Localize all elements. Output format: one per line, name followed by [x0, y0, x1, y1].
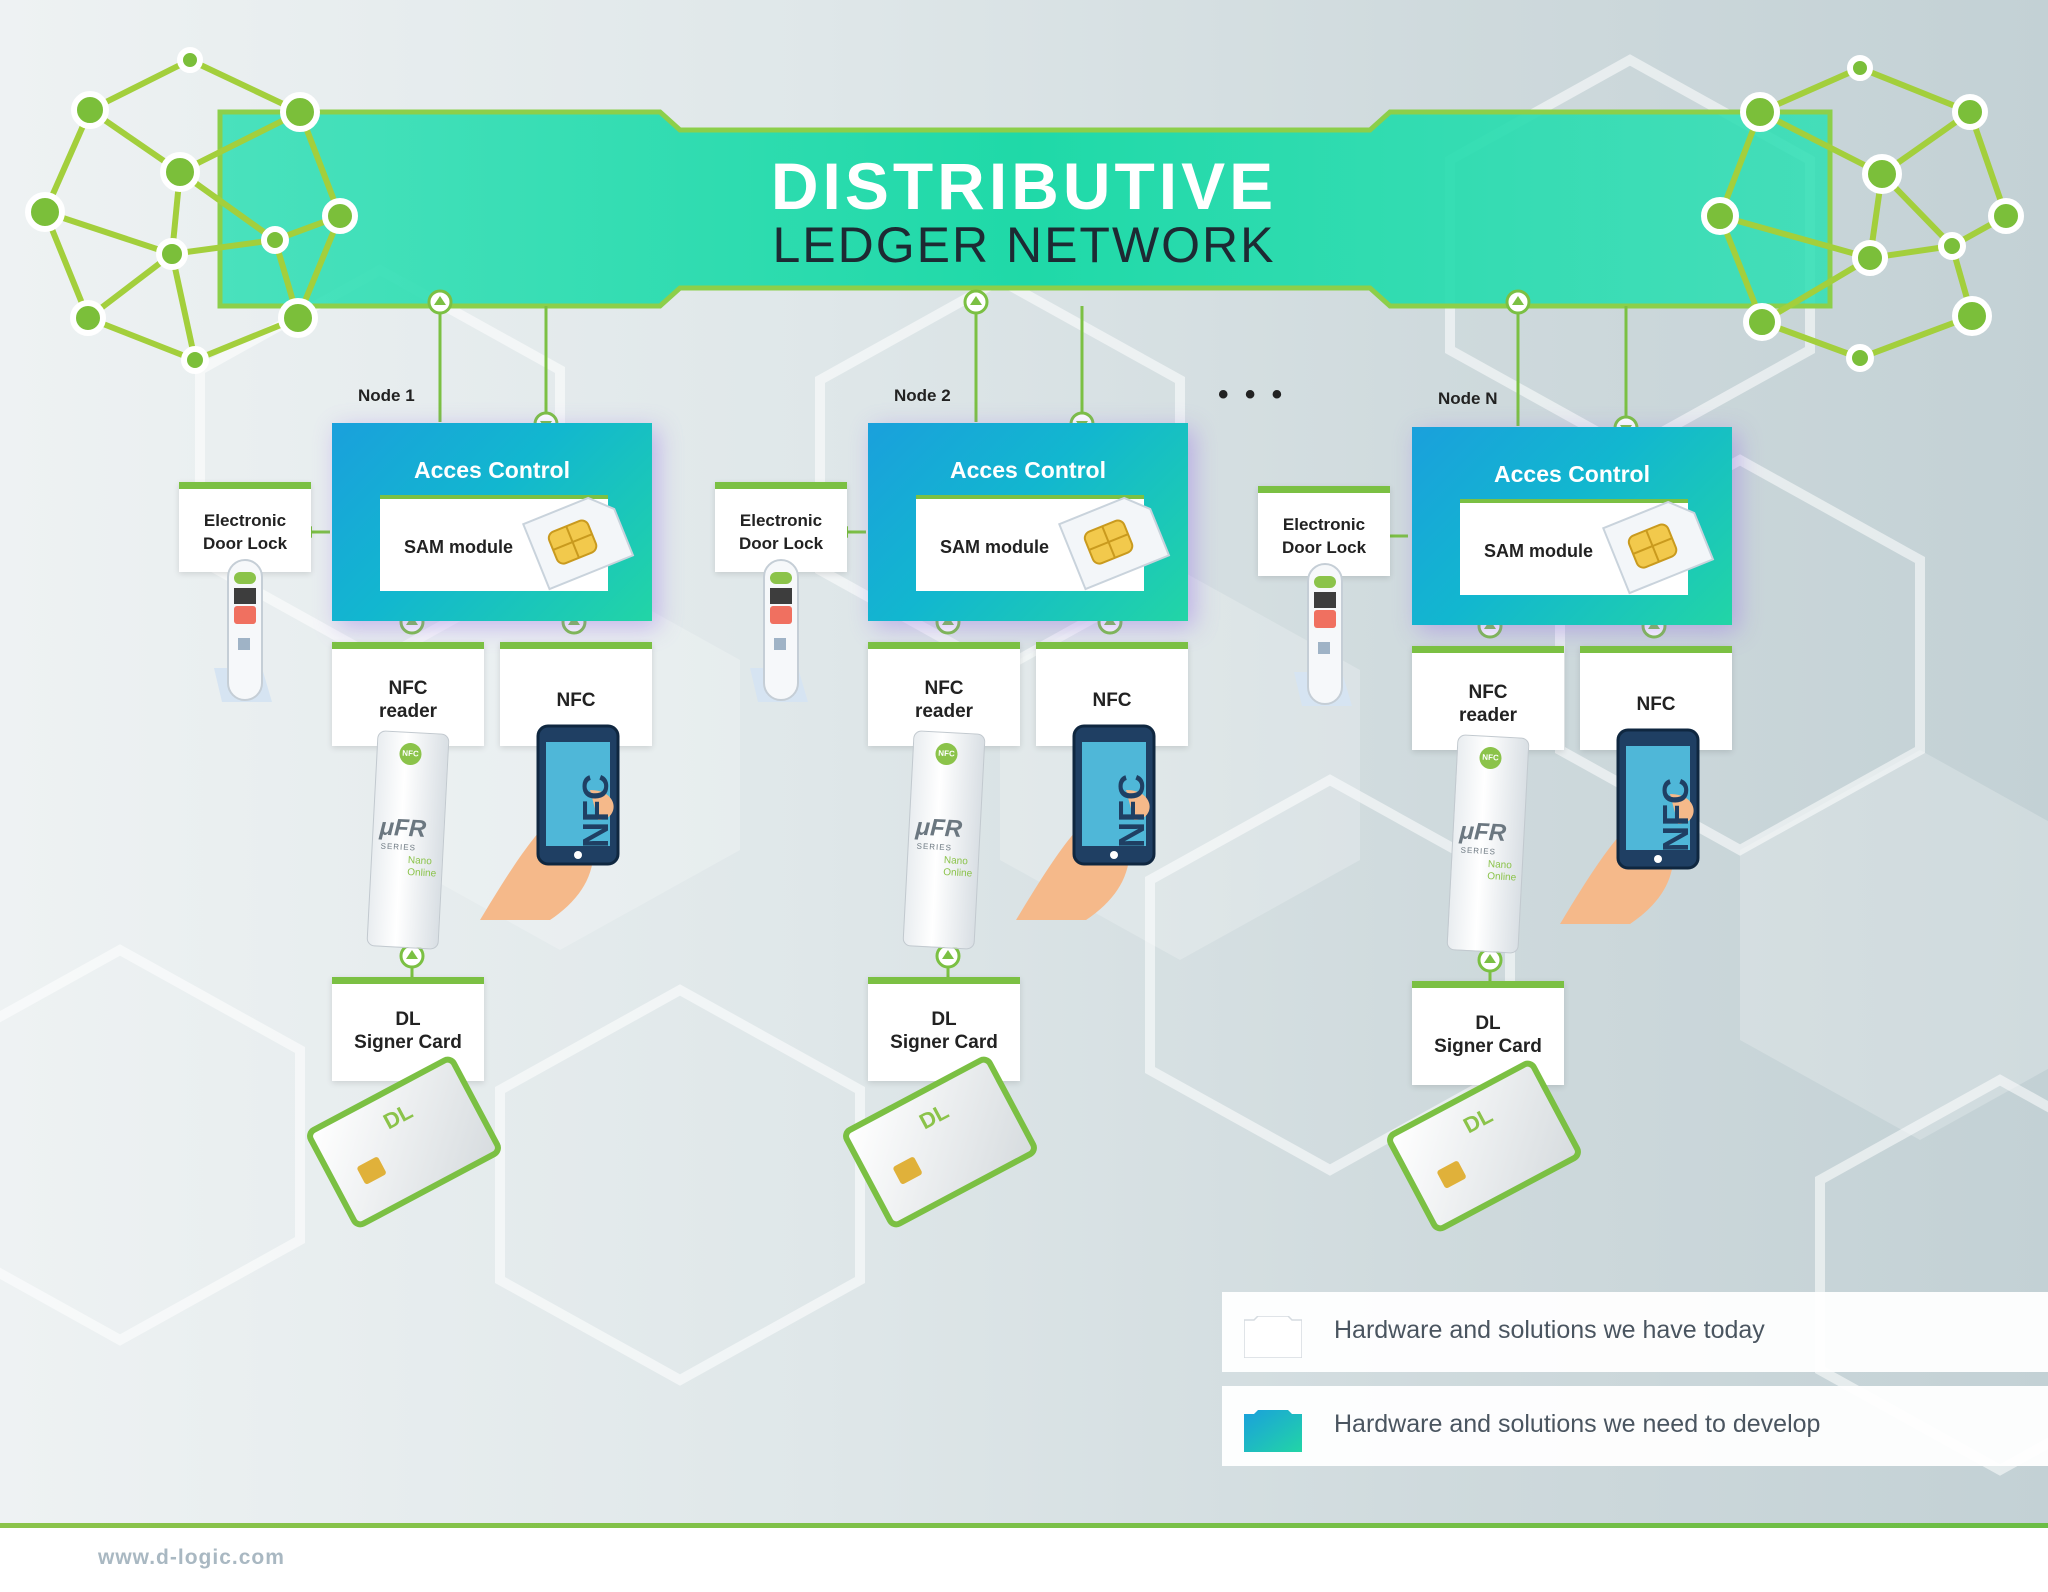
reader-brand: μFR — [914, 813, 963, 843]
door-lock-label-line1: Electronic — [203, 511, 287, 530]
legend-label-have-today: Hardware and solutions we have today — [1334, 1316, 1765, 1344]
nfc-label: NFC — [556, 690, 596, 711]
hand-holding-phone-icon — [480, 724, 620, 920]
phone-screen-nfc-text: NFC — [575, 774, 616, 848]
network-graph-icon-right — [1701, 55, 2024, 372]
dl-signer-card-box: DL Signer Card — [868, 977, 1020, 1081]
legend-label-need-to-develop: Hardware and solutions we need to develo… — [1334, 1410, 1821, 1438]
nfc-reader-box: NFC reader — [332, 642, 484, 746]
nfc-reader-label-line2: reader — [914, 701, 974, 722]
card-logo: DL — [1459, 1102, 1497, 1139]
legend-item-need-to-develop: Hardware and solutions we need to develo… — [1222, 1386, 2048, 1466]
signer-card-label-line1: DL — [931, 1009, 957, 1030]
signer-card-label-line1: DL — [1475, 1013, 1501, 1034]
hand-holding-phone-icon — [1560, 728, 1700, 924]
node-label: Node N — [1438, 389, 1498, 408]
nfc-label: NFC — [1636, 694, 1676, 715]
electronic-door-lock-box: Electronic Door Lock — [1258, 486, 1390, 576]
nfc-reader-box: NFC reader — [1412, 646, 1564, 750]
nfc-reader-label-line1: NFC — [924, 678, 964, 699]
footer — [0, 1528, 2048, 1592]
legend-swatch-gradient — [1244, 1410, 1302, 1452]
nfc-reader-label-line2: reader — [1458, 705, 1518, 726]
hand-holding-phone-icon — [1016, 724, 1156, 920]
sim-card-icon — [1601, 500, 1715, 595]
nfc-reader-label-line1: NFC — [1468, 682, 1508, 703]
dl-signer-card-box: DL Signer Card — [332, 977, 484, 1081]
phone-screen-nfc-text: NFC — [1655, 778, 1696, 852]
dl-signer-card-box: DL Signer Card — [1412, 981, 1564, 1085]
sam-module-label: SAM module — [940, 537, 1050, 557]
electronic-door-lock-box: Electronic Door Lock — [715, 482, 847, 572]
card-logo: DL — [915, 1098, 953, 1135]
door-lock-label-line2: Door Lock — [738, 534, 824, 553]
sim-card-icon — [1057, 496, 1171, 591]
ledger-banner — [217, 109, 1833, 309]
signer-card-label-line1: DL — [395, 1009, 421, 1030]
reader-brand: μFR — [378, 813, 427, 843]
access-control-box: Acces Control SAM module — [332, 423, 652, 621]
nfc-reader-label-line2: reader — [378, 701, 438, 722]
reader-nfc-badge: NFC — [1478, 746, 1503, 770]
door-lock-device-icon — [1294, 563, 1352, 706]
legend-item-have-today: Hardware and solutions we have today — [1222, 1292, 2048, 1372]
banner-title-line1: DISTRIBUTIVE — [770, 149, 1278, 223]
electronic-door-lock-box: Electronic Door Lock — [179, 482, 311, 572]
card-logo: DL — [379, 1098, 417, 1135]
connector-lines — [302, 289, 1667, 984]
reader-series: SERIES — [380, 841, 417, 853]
signer-card-label-line2: Signer Card — [1434, 1036, 1542, 1057]
sim-card-icon — [521, 496, 635, 591]
node-label: Node 2 — [894, 386, 951, 405]
legend-swatch-white — [1244, 1316, 1302, 1358]
card-chip-icon — [1436, 1160, 1467, 1190]
footer-divider — [0, 1523, 2048, 1528]
sam-module-label: SAM module — [404, 537, 514, 557]
signer-card-label-line2: Signer Card — [890, 1032, 998, 1053]
phone-screen-nfc-text: NFC — [1111, 774, 1152, 848]
access-control-box: Acces Control SAM module — [1412, 427, 1732, 625]
card-chip-icon — [892, 1156, 923, 1186]
access-control-title: Acces Control — [950, 457, 1106, 483]
reader-brand: μFR — [1458, 817, 1507, 847]
banner-title-line2: LEDGER NETWORK — [772, 217, 1276, 273]
access-control-title: Acces Control — [1494, 461, 1650, 487]
access-control-box: Acces Control SAM module — [868, 423, 1188, 621]
access-control-title: Acces Control — [414, 457, 570, 483]
door-lock-label-line2: Door Lock — [1281, 538, 1367, 557]
card-chip-icon — [356, 1156, 387, 1186]
door-lock-device-icon — [214, 559, 272, 702]
node-label: Node 1 — [358, 386, 415, 405]
reader-series: SERIES — [916, 841, 953, 853]
more-nodes-ellipsis: • • • — [1218, 378, 1287, 411]
network-graph-icon-left — [25, 47, 358, 374]
nfc-reader-box: NFC reader — [868, 642, 1020, 746]
reader-nfc-badge: NFC — [934, 742, 959, 766]
nfc-label: NFC — [1092, 690, 1132, 711]
door-lock-device-icon — [750, 559, 808, 702]
reader-series: SERIES — [1460, 845, 1497, 857]
sam-module-label: SAM module — [1484, 541, 1594, 561]
footer-website-link[interactable]: www.d-logic.com — [98, 1546, 285, 1569]
door-lock-label-line2: Door Lock — [202, 534, 288, 553]
nfc-reader-label-line1: NFC — [388, 678, 428, 699]
signer-card-label-line2: Signer Card — [354, 1032, 462, 1053]
door-lock-label-line1: Electronic — [739, 511, 823, 530]
reader-nfc-badge: NFC — [398, 742, 423, 766]
door-lock-label-line1: Electronic — [1282, 515, 1366, 534]
